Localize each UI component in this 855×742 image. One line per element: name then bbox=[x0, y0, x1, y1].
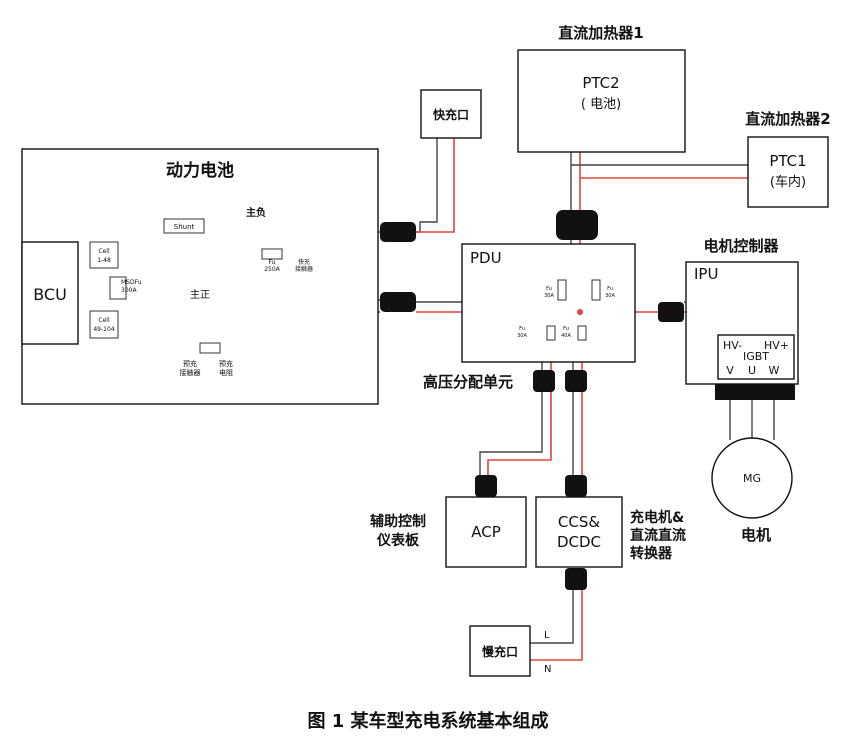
ccs-name-line2: DCDC bbox=[557, 533, 601, 551]
msd-line2: 300A bbox=[121, 287, 137, 294]
acp-label-line1: 辅助控制 bbox=[370, 513, 426, 530]
ptc2-name: PTC2 bbox=[582, 74, 619, 92]
pdu-name: PDU bbox=[470, 249, 502, 267]
main-positive-label: 主正 bbox=[190, 289, 210, 301]
battery-connector-bottom bbox=[380, 292, 416, 312]
motor-controller: 电机控制器 IPU HV- HV+ IGBT V U W bbox=[685, 237, 799, 385]
battery-connector-top bbox=[380, 222, 416, 242]
ptc-connector bbox=[556, 210, 598, 240]
pdu-connector-ccs bbox=[565, 370, 587, 392]
pdu-junction bbox=[577, 309, 583, 315]
pdu-fuse2-line2: 30A bbox=[605, 293, 615, 299]
fuse-250-line1: Fu bbox=[269, 259, 276, 266]
ipu-motor-connector bbox=[715, 384, 795, 400]
battery-title: 动力电池 bbox=[166, 160, 234, 181]
acp-name: ACP bbox=[471, 523, 501, 541]
ptc2-heater: 直流加热器1 PTC2 ( 电池) bbox=[517, 24, 686, 153]
line-l-label: L bbox=[544, 630, 550, 641]
motor-label: 电机 bbox=[741, 526, 771, 544]
motor-controller-title: 电机控制器 bbox=[703, 237, 779, 255]
bcu-label: BCU bbox=[33, 285, 67, 304]
pdu-connector-acp bbox=[533, 370, 555, 392]
figure-caption: 图 1 某车型充电系统基本组成 bbox=[307, 710, 548, 732]
cell-top-line1: Cell bbox=[98, 248, 110, 255]
pdu-fuse3-line1: Fu bbox=[519, 326, 525, 332]
fast-charge-port: 快充口 bbox=[420, 89, 482, 139]
pdu-fuse1-line1: Fu bbox=[546, 286, 552, 292]
ccs-label-line1: 充电机& bbox=[630, 509, 684, 526]
pdu-fuse1-line2: 30A bbox=[544, 293, 554, 299]
ccs-name-line1: CCS& bbox=[558, 513, 600, 531]
ptc1-sub: (车内) bbox=[770, 174, 806, 190]
motor-name: MG bbox=[743, 472, 761, 485]
ccs-label-line3: 转换器 bbox=[630, 545, 673, 562]
ptc1-name: PTC1 bbox=[769, 152, 806, 170]
ptc1-title: 直流加热器2 bbox=[745, 110, 830, 128]
pdu-fuse4-line1: Fu bbox=[563, 326, 569, 332]
igbt-label: IGBT bbox=[743, 350, 769, 363]
pdu-fuse4-line2: 40A bbox=[561, 333, 571, 339]
ipu-label: IPU bbox=[694, 265, 718, 283]
acp-label-line2: 仪表板 bbox=[376, 532, 420, 549]
slow-charge-port-label: 慢充口 bbox=[482, 644, 518, 659]
phase-u: U bbox=[748, 364, 756, 377]
msd-line1: MSDFu bbox=[121, 279, 142, 286]
pdu-fuse2-line1: Fu bbox=[607, 286, 613, 292]
hv-plus-label: HV+ bbox=[764, 339, 789, 352]
cell-bottom-line2: 49-104 bbox=[93, 326, 114, 333]
ccs-bottom-connector bbox=[565, 568, 587, 590]
precharge-resistor-line2: 电阻 bbox=[219, 368, 233, 377]
phase-v: V bbox=[726, 364, 734, 377]
slow-charge-port: 慢充口 L N bbox=[469, 625, 551, 677]
cell-bottom-line1: Cell bbox=[98, 317, 110, 324]
line-n-label: N bbox=[544, 664, 551, 675]
fast-charge-port-label: 快充口 bbox=[433, 107, 469, 122]
acp-connector bbox=[475, 475, 497, 497]
shunt-label: Shunt bbox=[174, 223, 195, 231]
phase-w: W bbox=[769, 364, 780, 377]
pdu-fuse3-line2: 30A bbox=[517, 333, 527, 339]
fuse-250-line2: 250A bbox=[264, 266, 280, 273]
fast-contactor-line1: 快充 bbox=[298, 258, 310, 266]
ptc2-title: 直流加热器1 bbox=[558, 24, 643, 42]
motor: MG 电机 bbox=[711, 437, 793, 544]
ccs-label-line2: 直流直流 bbox=[630, 527, 686, 544]
precharge-resistor-line1: 预充 bbox=[219, 359, 233, 368]
pdu-connector-ipu bbox=[658, 302, 684, 322]
acp: ACP 辅助控制 仪表板 bbox=[370, 475, 527, 568]
pdu: PDU Fu 30A Fu 30A Fu 30A Fu 40A bbox=[461, 243, 636, 363]
ccs-top-connector bbox=[565, 475, 587, 497]
precharge-contactor-line2: 接触器 bbox=[180, 368, 201, 377]
ccs-dcdc: CCS& DCDC 充电机& 直流直流 转换器 bbox=[535, 475, 686, 590]
fast-contactor-line2: 接触器 bbox=[295, 265, 313, 273]
hv-minus-label: HV- bbox=[723, 339, 742, 352]
pdu-label: 高压分配单元 bbox=[423, 373, 513, 391]
precharge-contactor-line1: 预充 bbox=[183, 359, 197, 368]
main-negative-label: 主负 bbox=[246, 206, 266, 219]
ptc2-sub: ( 电池) bbox=[581, 97, 621, 112]
ptc1-heater: 直流加热器2 PTC1 (车内) bbox=[745, 110, 831, 208]
power-battery-pack: 动力电池 BCU Cell 1-48 MSDFu 300A Cell 49-10… bbox=[21, 148, 379, 405]
cell-top-line2: 1-48 bbox=[97, 257, 111, 264]
